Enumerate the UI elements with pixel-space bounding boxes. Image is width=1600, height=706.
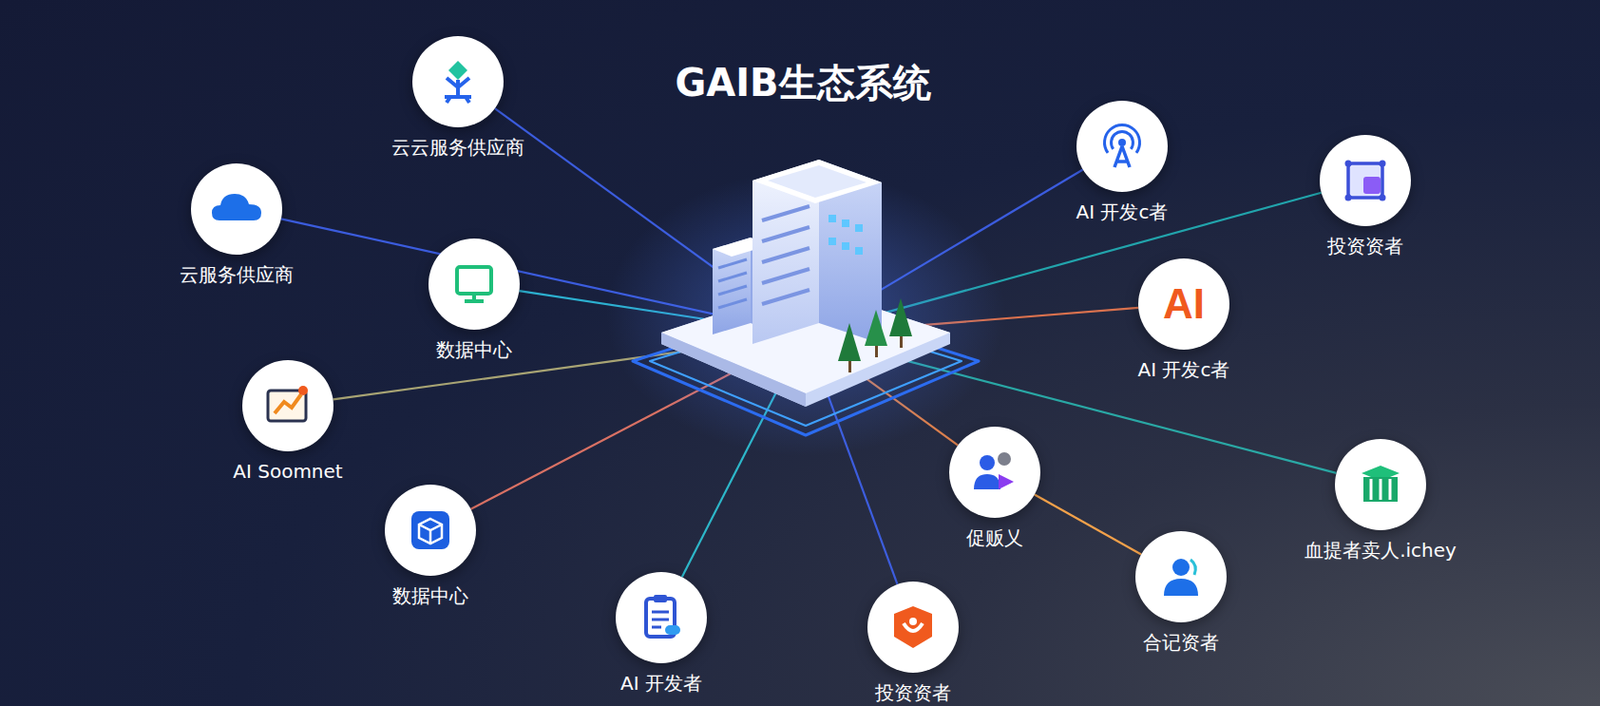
node-circle [1135, 531, 1227, 623]
ecosystem-node: 云云服务供应商 [387, 36, 529, 159]
ecosystem-node: 云服务供应商 [175, 163, 298, 286]
node-icon [412, 36, 504, 128]
node-circle [384, 484, 477, 576]
node-label: 血提者卖人.ichey [1304, 538, 1457, 562]
ecosystem-node: AI Soomnet [228, 360, 346, 483]
node-circle [1076, 100, 1168, 192]
node-icon [949, 426, 1041, 518]
node-label: 投资资者 [875, 681, 952, 705]
node-circle [190, 163, 283, 255]
box-icon [1361, 465, 1400, 502]
shield-icon [894, 606, 933, 648]
ecosystem-node: 数据中心 [380, 484, 480, 608]
ecosystem-node: AI 开发者 [611, 571, 711, 695]
node-circle [1334, 438, 1427, 531]
node-icon [1076, 100, 1168, 192]
node-label: 云云服务供应商 [391, 135, 525, 159]
node-label: 数据中心 [436, 338, 513, 362]
node-icon [384, 484, 477, 576]
people-icon [973, 452, 1014, 490]
cloud-icon [211, 193, 262, 221]
node-icon [190, 163, 283, 255]
diagram-title: GAIB生态系统 [674, 57, 931, 110]
node-label: 投资资者 [1327, 234, 1404, 258]
node-label: AI 开发者 [620, 671, 703, 695]
node-circle: AI [1138, 258, 1230, 350]
node-icon [615, 571, 707, 664]
node-icon [1334, 438, 1427, 531]
node-symbol-text: AI [1162, 280, 1205, 328]
node-label: AI 开发c者 [1076, 200, 1169, 224]
node-circle [949, 426, 1041, 518]
node-label: 合记资者 [1142, 630, 1220, 654]
node-circle [615, 571, 707, 664]
node-circle [1319, 134, 1411, 227]
ecosystem-node: 血提者卖人.ichey [1300, 438, 1461, 562]
ecosystem-node: 数据中心 [424, 238, 524, 362]
node-icon [242, 360, 334, 452]
leader-lines [281, 108, 1337, 585]
node-circle [428, 238, 520, 330]
frame-icon [267, 385, 308, 421]
square-icon [1345, 160, 1387, 202]
ecosystem-node: 促贩乂 [945, 426, 1045, 550]
ecosystem-node: AI AI 开发c者 [1134, 258, 1235, 381]
cube-icon [411, 511, 450, 550]
connector-line [1034, 494, 1142, 554]
monitor-icon [457, 266, 492, 302]
tree-icon [444, 60, 472, 103]
ecosystem-node: AI 开发c者 [1072, 100, 1173, 224]
node-label: AI Soomnet [232, 459, 343, 483]
node-circle [867, 581, 959, 673]
ecosystem-node: 合记资者 [1131, 531, 1231, 654]
node-circle [412, 36, 504, 128]
antenna-icon [1103, 123, 1142, 168]
ecosystem-node: 投资资者 [1315, 134, 1415, 258]
central-building [606, 159, 1006, 457]
node-label: 数据中心 [392, 584, 469, 608]
node-circle [242, 360, 334, 452]
clip-icon [646, 594, 681, 637]
person-icon [1163, 558, 1199, 596]
node-icon [867, 581, 959, 673]
node-icon [1135, 531, 1227, 623]
node-icon [1319, 134, 1411, 227]
node-icon [428, 238, 520, 330]
node-label: 促贩乂 [966, 526, 1024, 550]
node-label: AI 开发c者 [1138, 358, 1231, 381]
ecosystem-node: 投资资者 [863, 581, 963, 705]
node-label: 云服务供应商 [179, 263, 294, 286]
